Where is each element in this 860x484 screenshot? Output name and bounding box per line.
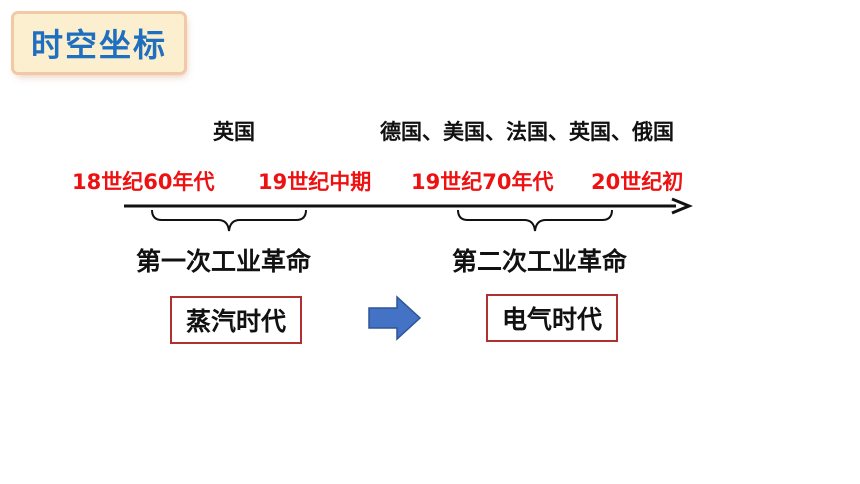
period-label-start-second: 19世纪70年代 <box>411 170 554 194</box>
title-badge: 时空坐标 <box>14 14 184 72</box>
country-label-second: 德国、美国、法国、英国、俄国 <box>380 120 674 144</box>
revolution-label-second: 第二次工业革命 <box>452 247 628 276</box>
timeline-arrowhead <box>671 197 693 215</box>
brace-second-revolution <box>457 209 613 232</box>
period-label-end-second: 20世纪初 <box>591 170 684 194</box>
era-label-electric: 电气时代 <box>501 305 602 334</box>
revolution-label-first: 第一次工业革命 <box>136 247 312 276</box>
period-label-start-first: 18世纪60年代 <box>72 170 215 194</box>
period-label-end-first: 19世纪中期 <box>258 170 372 194</box>
era-label-steam: 蒸汽时代 <box>185 307 286 336</box>
country-label-first: 英国 <box>213 120 255 144</box>
transition-arrow-icon <box>368 295 422 341</box>
brace-first-revolution <box>151 209 307 232</box>
page-title: 时空坐标 <box>30 26 167 64</box>
era-box-electric: 电气时代 <box>486 294 618 342</box>
era-box-steam: 蒸汽时代 <box>170 296 302 344</box>
